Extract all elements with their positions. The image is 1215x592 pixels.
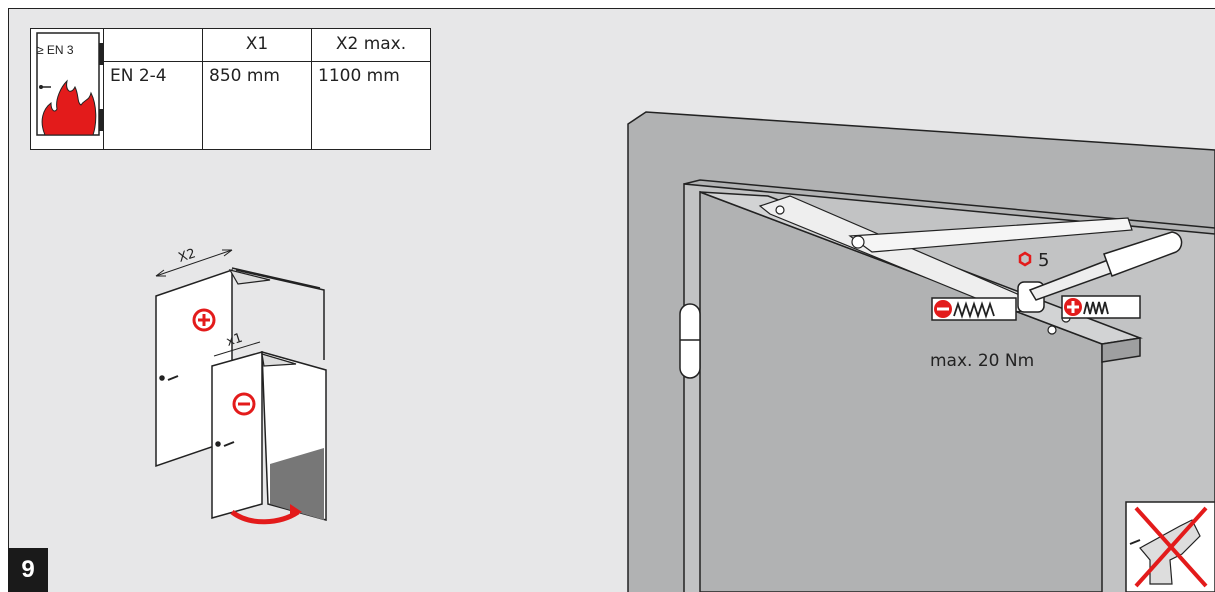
x1-label: x1	[225, 331, 245, 350]
fire-icon	[36, 32, 103, 136]
table-header-cell	[103, 27, 203, 63]
table-header-cell: X1	[202, 27, 312, 63]
x1-dimension-line	[213, 341, 261, 357]
table-header-cell: X2 max.	[311, 27, 431, 63]
torque-label: max. 20 Nm	[930, 351, 1034, 371]
table-cell: 1100 mm	[311, 61, 431, 150]
x2-dimension-line	[155, 249, 233, 277]
wide-door-arm	[228, 269, 271, 285]
hexagon-icon	[1018, 251, 1032, 267]
rotation-arrow-icon	[230, 509, 300, 525]
step-number: 9	[8, 548, 48, 592]
spring-icon-plus	[1061, 295, 1141, 319]
door-width-table: ≥ EN 3 X1 X2 max. EN 2-4 850 mm 1100 mm	[30, 27, 431, 150]
table-cell: 850 mm	[202, 61, 312, 150]
narrow-door	[211, 350, 327, 521]
plus-icon	[192, 308, 216, 332]
fire-standard-cell: ≥ EN 3	[30, 28, 104, 150]
standard-badge: ≥ EN 3	[37, 43, 74, 57]
narrow-door-arm	[261, 353, 297, 367]
hex-key-icon	[1017, 231, 1183, 313]
x2-label: X2	[177, 246, 198, 266]
spring-icon-minus	[931, 297, 1017, 321]
table-cell: EN 2-4	[103, 61, 203, 150]
hinge	[679, 303, 701, 379]
hex-size-label: 5	[1038, 250, 1049, 271]
minus-icon	[232, 392, 256, 416]
no-drill-icon	[1125, 501, 1215, 592]
